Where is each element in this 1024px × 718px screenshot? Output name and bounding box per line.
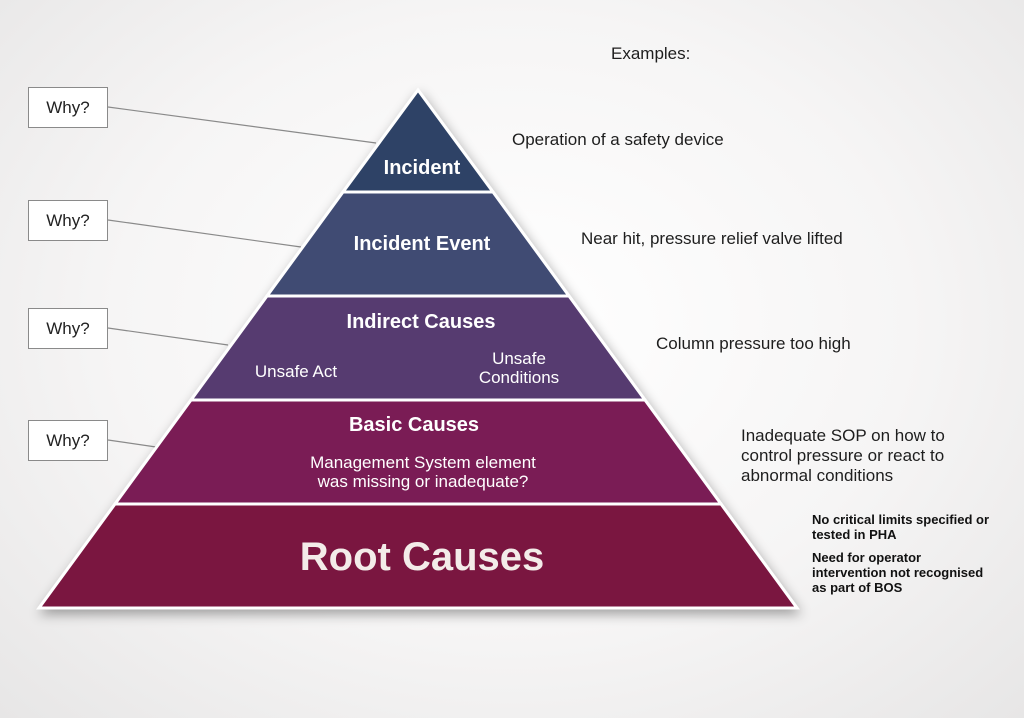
connector-line-2 — [107, 219, 302, 248]
example-basic-causes-line-1: Inadequate SOP on how to — [741, 426, 945, 445]
example-root-causes-2-line-1: Need for operator — [812, 550, 922, 565]
connector-line-3 — [107, 327, 229, 346]
why-box-4: Why? — [28, 420, 108, 461]
unsafe-conditions-label-line-1: Unsafe — [492, 349, 546, 368]
management-system-note-line-1: Management System element — [310, 453, 536, 472]
example-root-causes-1-line-1: No critical limits specified or — [812, 512, 989, 527]
tier-incident-title: Incident — [384, 157, 461, 179]
connector-line-1 — [107, 106, 377, 144]
examples-title: Examples: — [611, 44, 691, 63]
example-root-causes-1-line-2: tested in PHA — [812, 527, 897, 542]
why-box-3: Why? — [28, 308, 108, 349]
connector-line-4 — [107, 439, 157, 448]
example-root-causes-2-line-2: intervention not recognised — [812, 565, 984, 580]
example-incident: Operation of a safety device — [512, 130, 724, 149]
tier-incident-event-title: Incident Event — [354, 233, 491, 255]
management-system-note-line-2: was missing or inadequate? — [317, 472, 529, 491]
tier-basic-causes-title: Basic Causes — [349, 414, 479, 436]
example-basic-causes-line-2: control pressure or react to — [741, 446, 945, 465]
example-root-causes-2: Need for operator intervention not recog… — [812, 550, 983, 595]
why-box-2: Why? — [28, 200, 108, 241]
example-basic-causes: Inadequate SOP on how to control pressur… — [741, 426, 945, 486]
unsafe-conditions-label-line-2: Conditions — [479, 368, 559, 387]
example-indirect-causes: Column pressure too high — [656, 334, 851, 353]
example-incident-event: Near hit, pressure relief valve lifted — [581, 229, 843, 248]
unsafe-act-label: Unsafe Act — [255, 362, 337, 381]
example-root-causes-1: No critical limits specified or tested i… — [812, 512, 989, 542]
tier-indirect-causes-title: Indirect Causes — [347, 311, 496, 333]
example-basic-causes-line-3: abnormal conditions — [741, 466, 894, 485]
why-box-1: Why? — [28, 87, 108, 128]
example-root-causes-2-line-3: as part of BOS — [812, 580, 903, 595]
tier-root-causes-title: Root Causes — [300, 535, 545, 579]
tier-root-causes — [36, 502, 800, 610]
